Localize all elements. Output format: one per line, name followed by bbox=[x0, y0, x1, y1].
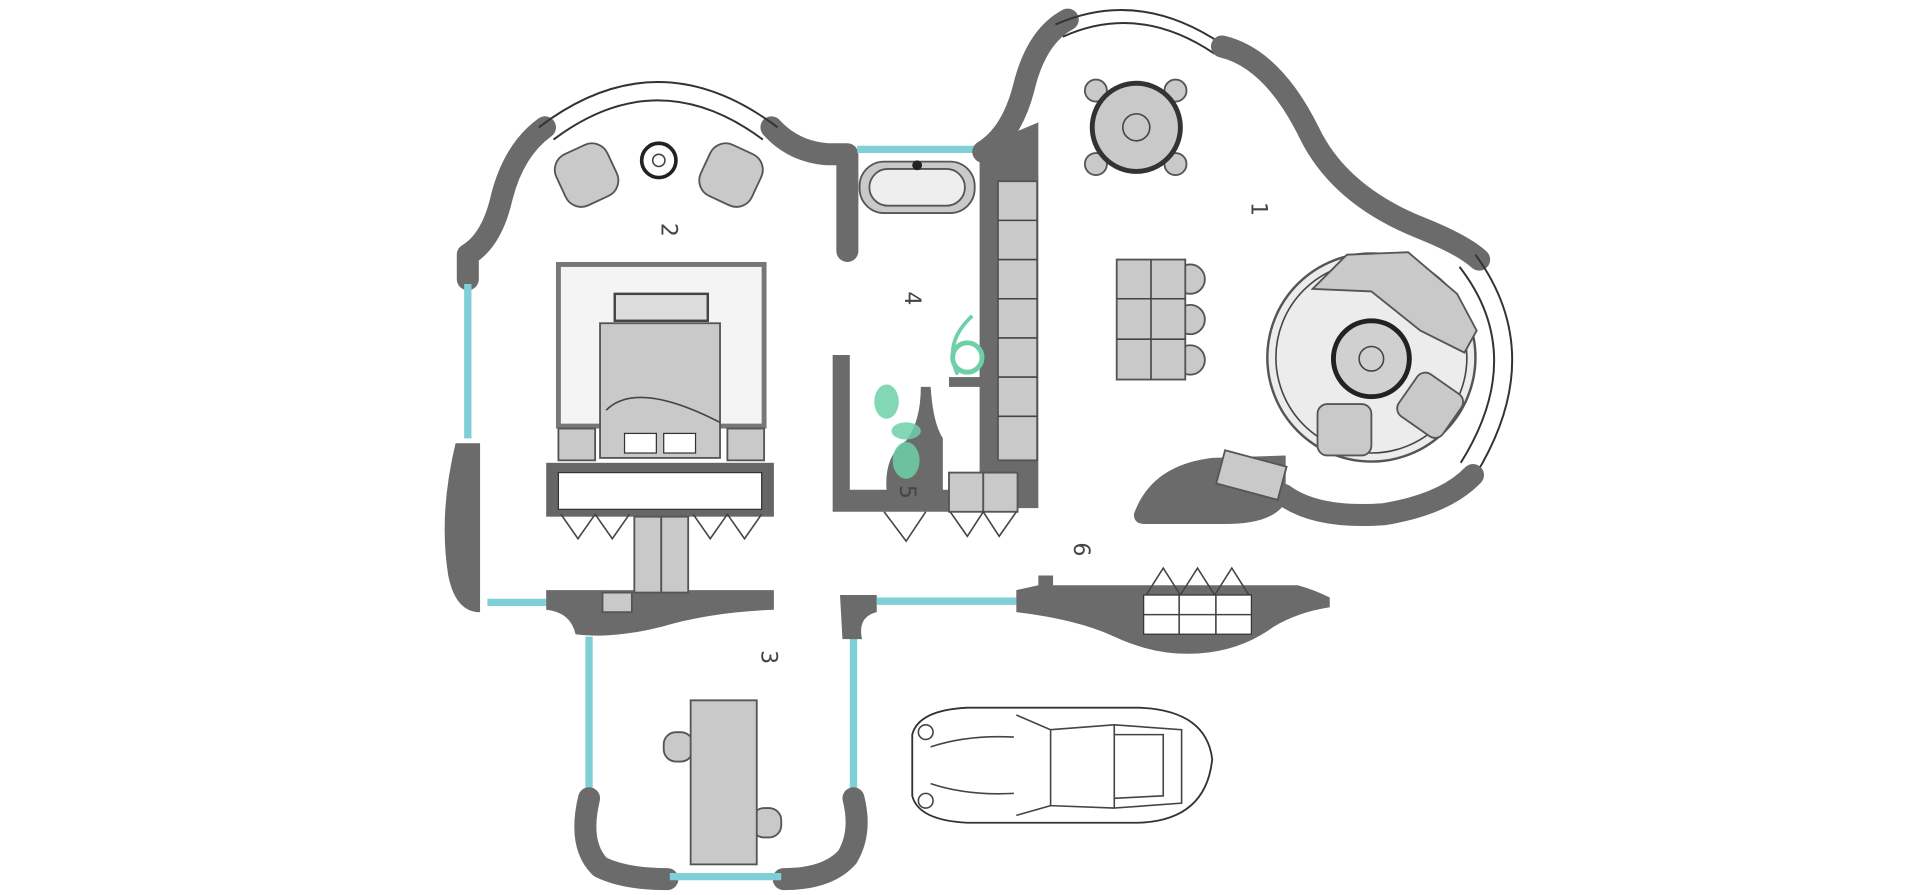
room-label-3: 3 bbox=[756, 650, 781, 664]
room-labels: 1 2 3 4 5 6 bbox=[655, 202, 1270, 664]
room-label-1: 1 bbox=[1245, 202, 1270, 216]
cabinets bbox=[883, 180, 1039, 543]
desk bbox=[662, 699, 783, 866]
lounge-chairs bbox=[553, 141, 764, 208]
bathtub bbox=[858, 160, 976, 214]
dome-window-room-2 bbox=[538, 81, 779, 129]
room-label-6: 6 bbox=[1068, 542, 1093, 556]
bed bbox=[546, 262, 774, 614]
car bbox=[911, 706, 1214, 824]
room-label-4: 4 bbox=[899, 291, 924, 305]
room-label-5: 5 bbox=[894, 485, 919, 499]
room-label-2: 2 bbox=[655, 223, 680, 237]
shower bbox=[950, 314, 985, 376]
radiator bbox=[1143, 566, 1253, 635]
bar-counter bbox=[1115, 258, 1206, 381]
plant bbox=[874, 384, 921, 479]
dome-window-room-1 bbox=[1055, 9, 1223, 45]
conversation-pit bbox=[1215, 251, 1478, 501]
dining-table bbox=[1083, 78, 1188, 177]
